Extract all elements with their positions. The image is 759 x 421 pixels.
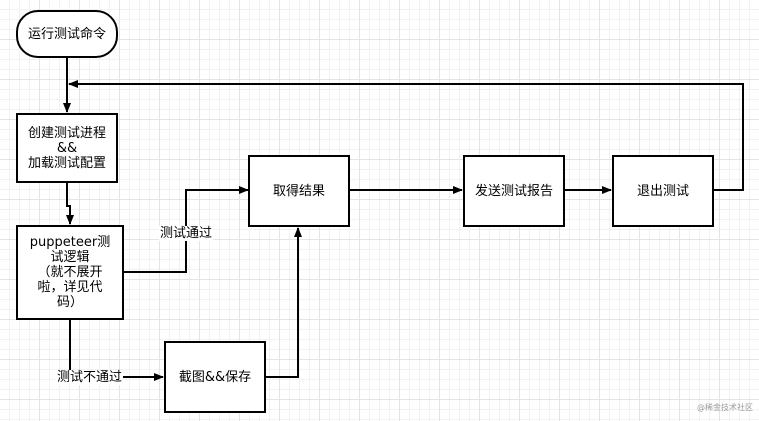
edge-screenshot-to-result bbox=[266, 227, 302, 378]
edge-label-fail: 测试不通过 bbox=[56, 370, 124, 385]
node-puppeteer-test-logic: puppeteer测 试逻辑 （就不展开 啦，详见代 码） bbox=[16, 225, 124, 320]
edge-exit-loop-back bbox=[68, 80, 744, 191]
node-get-result: 取得结果 bbox=[248, 155, 350, 227]
watermark: @稀金技术社区 bbox=[697, 403, 753, 412]
node-screenshot-and-save: 截图&&保存 bbox=[164, 341, 266, 413]
node-run-test-command: 运行测试命令 bbox=[16, 10, 118, 58]
edge-create-to-puppeteer bbox=[66, 183, 74, 225]
node-send-test-report: 发送测试报告 bbox=[463, 155, 565, 227]
edge-label-pass: 测试通过 bbox=[159, 226, 214, 241]
edge-puppeteer-to-screenshot-fail bbox=[69, 320, 164, 381]
node-create-process-load-config: 创建测试进程 && 加载测试配置 bbox=[16, 113, 118, 183]
node-exit-test: 退出测试 bbox=[612, 155, 714, 227]
